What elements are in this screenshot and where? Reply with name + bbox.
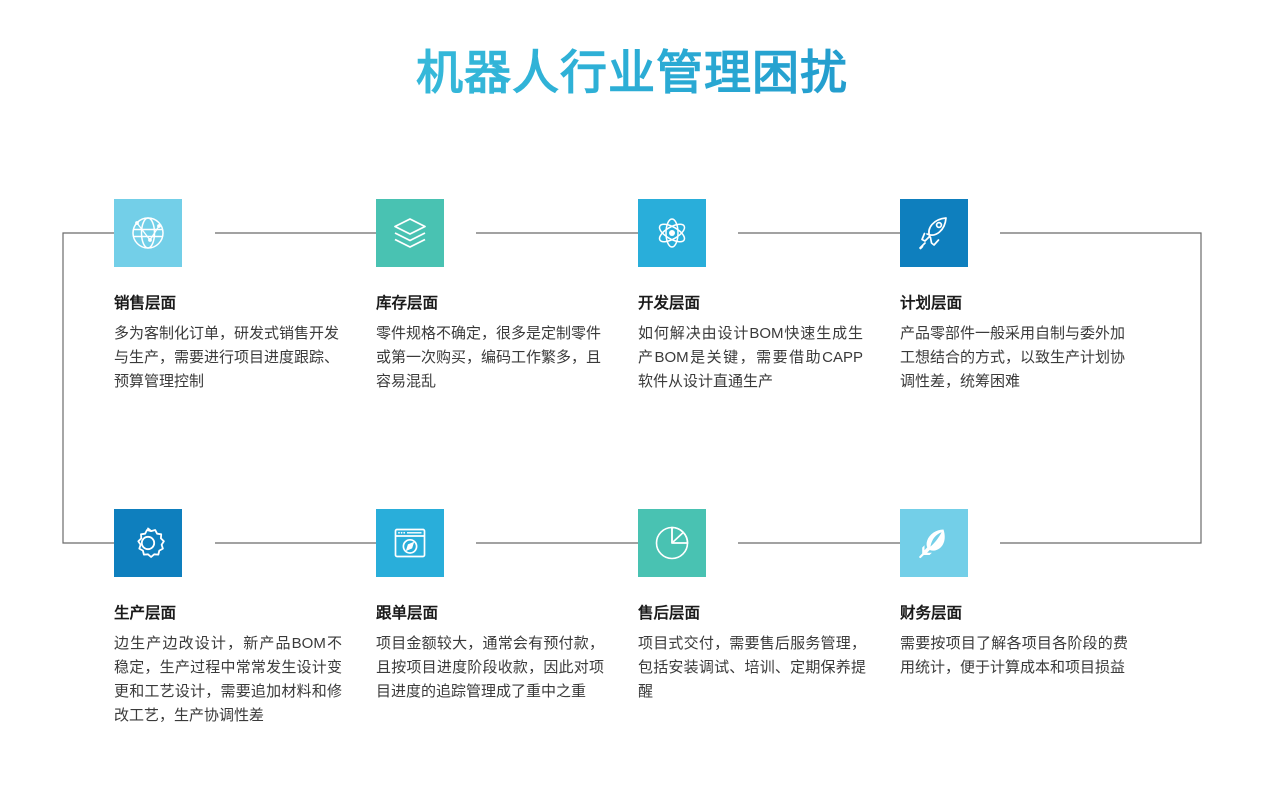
card-planning[interactable]: 计划层面 产品零部件一般采用自制与委外加工想结合的方式，以致生产计划协调性差，统… [900,199,1130,394]
card-title-planning: 计划层面 [900,295,963,312]
card-body-development: 如何解决由设计BOM快速生成生产BOM是关键，需要借助CAPP软件从设计直通生产 [638,324,863,391]
card-development[interactable]: 开发层面 如何解决由设计BOM快速生成生产BOM是关键，需要借助CAPP软件从设… [638,199,868,394]
card-body-planning: 产品零部件一般采用自制与委外加工想结合的方式，以致生产计划协调性差，统筹困难 [900,324,1126,391]
gear-icon [128,523,168,563]
card-title-sales: 销售层面 [114,295,177,312]
card-title-order-tracking: 跟单层面 [376,605,439,622]
card-icon-box-order-tracking [376,509,444,577]
card-title-production: 生产层面 [114,605,177,622]
card-body-sales: 多为客制化订单，研发式销售开发与生产，需要进行项目进度跟踪、预算管理控制 [114,324,340,391]
card-icon-box-sales [114,199,182,267]
card-after-sales[interactable]: 售后层面 项目式交付，需要售后服务管理，包括安装调试、培训、定期保养提醒 [638,509,868,704]
card-sales[interactable]: 销售层面 多为客制化订单，研发式销售开发与生产，需要进行项目进度跟踪、预算管理控… [114,199,344,394]
page-title: 机器人行业管理困扰 [0,34,1264,103]
card-body-inventory: 零件规格不确定，很多是定制零件或第一次购买，编码工作繁多，且容易混乱 [376,324,602,391]
card-finance[interactable]: 财务层面 需要按项目了解各项目各阶段的费用统计，便于计算成本和项目损益 [900,509,1130,680]
rocket-icon [914,213,954,253]
card-title-development: 开发层面 [638,295,701,312]
atom-icon [652,213,692,253]
card-icon-box-production [114,509,182,577]
card-icon-box-planning [900,199,968,267]
pie-chart-icon [651,522,693,564]
globe-network-icon [128,213,168,253]
card-body-production: 边生产边改设计，新产品BOM不稳定，生产过程中常常发生设计变更和工艺设计，需要追… [114,634,342,725]
card-icon-box-after-sales [638,509,706,577]
card-icon-box-finance [900,509,968,577]
card-title-after-sales: 售后层面 [638,605,701,622]
card-production[interactable]: 生产层面 边生产边改设计，新产品BOM不稳定，生产过程中常常发生设计变更和工艺设… [114,509,344,729]
card-inventory[interactable]: 库存层面 零件规格不确定，很多是定制零件或第一次购买，编码工作繁多，且容易混乱 [376,199,606,394]
card-title-finance: 财务层面 [900,605,963,622]
layers-stack-icon [390,213,430,253]
card-body-order-tracking: 项目金额较大，通常会有预付款，且按项目进度阶段收款，因此对项目进度的追踪管理成了… [376,634,604,701]
browser-compass-icon [390,523,430,563]
card-icon-box-development [638,199,706,267]
card-body-after-sales: 项目式交付，需要售后服务管理，包括安装调试、培训、定期保养提醒 [638,634,866,701]
card-order-tracking[interactable]: 跟单层面 项目金额较大，通常会有预付款，且按项目进度阶段收款，因此对项目进度的追… [376,509,606,704]
card-title-inventory: 库存层面 [376,295,439,312]
card-body-finance: 需要按项目了解各项目各阶段的费用统计，便于计算成本和项目损益 [900,634,1128,676]
card-icon-box-inventory [376,199,444,267]
feather-icon [914,523,954,563]
